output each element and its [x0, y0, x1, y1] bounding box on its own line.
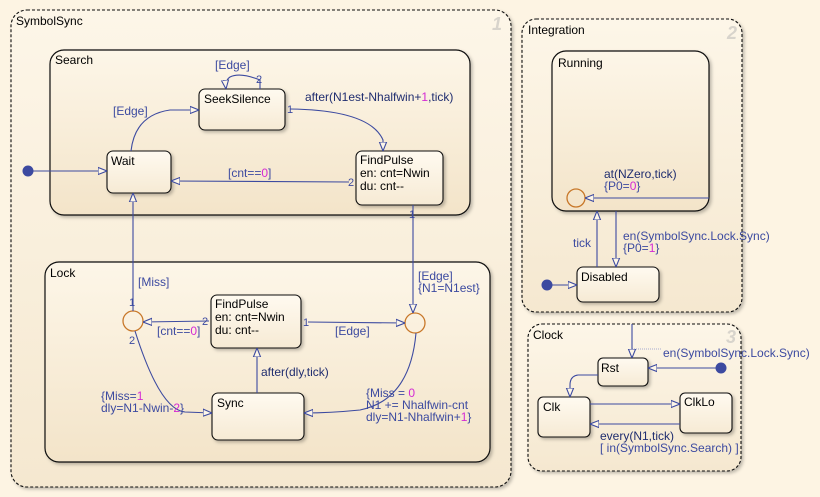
transition-seeksilence-self-label: [Edge] [215, 58, 250, 72]
search-findpulse-entry: en: cnt=Nwin [360, 166, 430, 180]
transition-sync-to-findpulse-label: after(dly,tick) [261, 365, 329, 379]
transition-lock-findpulse-to-junction-left[interactable] [143, 321, 210, 322]
clock-exec-order: 3 [726, 327, 736, 347]
running-title: Running [558, 56, 603, 70]
transition-seeksilence-self[interactable] [226, 74, 261, 89]
transition-tick-label: tick [573, 236, 592, 250]
transition-miss-order: 1 [129, 297, 135, 309]
clock-default-dot[interactable] [715, 362, 727, 374]
transition-en-sync-action: {P0=1} [623, 241, 659, 255]
lock-findpulse-title: FindPulse [215, 297, 269, 311]
running-state[interactable]: Running [551, 50, 710, 212]
lock-findpulse-entry: en: cnt=Nwin [215, 310, 285, 324]
transition-rst-to-clk[interactable] [570, 374, 598, 397]
sync-state[interactable]: Sync [211, 392, 305, 441]
default-transition-dot[interactable] [22, 165, 34, 177]
transition-seeksilence-self-order: 2 [256, 74, 262, 86]
transition-findpulse-to-wait-label: [cnt==0] [228, 166, 271, 180]
rst-title: Rst [601, 361, 620, 375]
transition-every-label: every(N1,tick) [600, 429, 674, 443]
transition-lock-findpulse-to-junction-left-label: [cnt==0] [157, 324, 200, 338]
transition-seeksilence-to-findpulse[interactable] [289, 108, 383, 151]
transition-findpulse-to-wait[interactable] [171, 181, 350, 182]
lock-findpulse-state[interactable]: FindPulse en: cnt=Nwin du: cnt-- [210, 294, 302, 349]
transition-miss-label: [Miss] [138, 275, 169, 289]
transition-search-to-lock-label-1: [Edge] [418, 269, 453, 283]
integration-exec-order: 2 [726, 23, 737, 43]
transition-junction-left-action-1: {Miss=1 [101, 389, 144, 403]
transition-findpulse-to-wait-order: 2 [348, 177, 354, 189]
transition-at-nzero-action: {P0=0} [604, 179, 640, 193]
search-title: Search [55, 53, 93, 67]
integration-title: Integration [528, 23, 585, 37]
clock-en-sync-label: en(SymbolSync.Lock.Sync) [663, 346, 810, 360]
transition-junction-right-action-3: dly=N1-Nhalfwin+1} [366, 410, 471, 424]
transition-seeksilence-to-findpulse-label: after(N1est-Nhalfwin+1,tick) [305, 90, 453, 104]
disabled-title: Disabled [581, 270, 628, 284]
transition-seeksilence-to-findpulse-order: 1 [287, 104, 293, 116]
transition-at-nzero-label: at(NZero,tick) [604, 167, 677, 181]
symbolsync-title: SymbolSync [16, 14, 83, 28]
search-findpulse-title: FindPulse [360, 153, 414, 167]
transition-en-sync-label: en(SymbolSync.Lock.Sync) [623, 229, 770, 243]
search-findpulse-during: du: cnt-- [360, 179, 404, 193]
transition-lock-findpulse-to-junction-left-order: 2 [202, 316, 208, 328]
transition-junction-right-to-sync[interactable] [304, 332, 417, 413]
seeksilence-state[interactable]: SeekSilence [198, 88, 286, 131]
running-border [551, 50, 710, 212]
transition-wait-to-seeksilence-label: [Edge] [113, 104, 148, 118]
sync-title: Sync [217, 396, 244, 410]
wait-box [106, 150, 172, 194]
clock-title: Clock [533, 328, 564, 342]
clk-box [537, 396, 591, 438]
seeksilence-title: SeekSilence [204, 92, 271, 106]
lock-title: Lock [50, 266, 76, 280]
search-findpulse-box [355, 150, 444, 206]
lock-state[interactable]: Lock [44, 261, 491, 463]
transition-lock-findpulse-to-junction-right-label: [Edge] [335, 324, 370, 338]
lock-findpulse-during: du: cnt-- [215, 323, 259, 337]
transition-junction-right-action-1: {Miss = 0 [366, 386, 415, 400]
transition-search-to-lock-label-2: {N1=N1est} [418, 281, 480, 295]
transition-lock-findpulse-to-junction-right-order: 1 [303, 317, 309, 329]
clk-state[interactable]: Clk [537, 396, 591, 438]
clklo-title: ClkLo [684, 395, 715, 409]
transition-lock-findpulse-to-junction-right[interactable] [307, 322, 405, 323]
wait-title: Wait [111, 154, 135, 168]
clklo-box [679, 392, 733, 434]
transition-search-to-lock-order: 1 [409, 209, 415, 221]
rst-state[interactable]: Rst [597, 357, 649, 387]
symbolsync-exec-order: 1 [492, 14, 502, 34]
transition-in-search-label: [ in(SymbolSync.Search) ] [600, 441, 739, 455]
transition-junction-left-action-2: dly=N1-Nwin-2} [101, 401, 184, 415]
disabled-state[interactable]: Disabled [576, 266, 660, 303]
integration-default-dot[interactable] [541, 279, 553, 291]
transition-junction-left-to-sync[interactable] [134, 330, 212, 413]
wait-state[interactable]: Wait [106, 150, 172, 194]
clklo-state[interactable]: ClkLo [679, 392, 733, 434]
transition-junction-right-action-2: N1 += Nhalfwin-cnt [366, 398, 469, 412]
transition-wait-to-seeksilence[interactable] [130, 110, 199, 152]
lock-border [44, 261, 491, 463]
search-findpulse-state[interactable]: FindPulse en: cnt=Nwin du: cnt-- [355, 150, 444, 206]
transition-junction-left-to-sync-order: 2 [129, 335, 135, 347]
clk-title: Clk [543, 400, 561, 414]
